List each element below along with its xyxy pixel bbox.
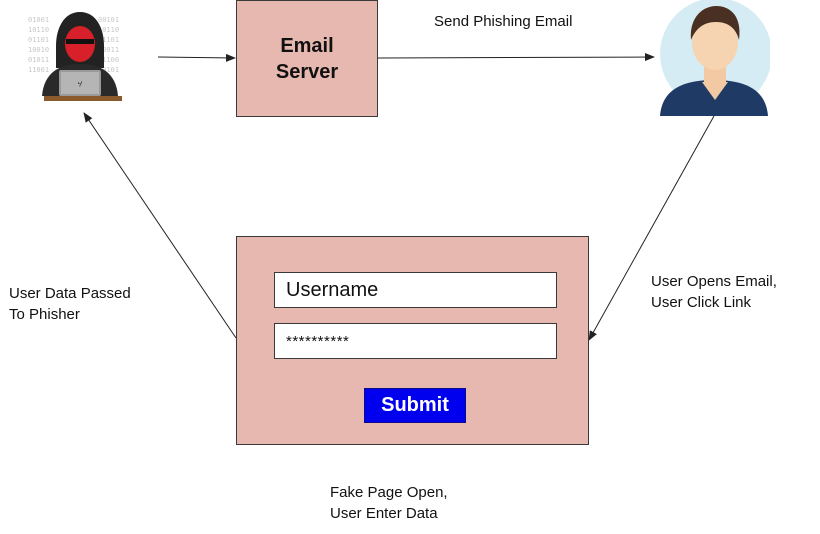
svg-text:10010: 10010 [28,46,49,54]
label-send-phishing: Send Phishing Email [434,13,573,30]
label-user-data-passed: User Data Passed To Phisher [9,285,131,323]
arrow-user-to-page [588,115,715,341]
username-field[interactable]: Username [274,272,557,308]
svg-text:01100: 01100 [98,56,119,64]
fake-login-page: Username ********** Submit [236,236,589,445]
svg-text:10101: 10101 [98,66,119,74]
svg-text:01101: 01101 [28,36,49,44]
arrow-hacker-to-server [157,53,236,62]
svg-text:01101: 01101 [98,36,119,44]
email-server-node: Email Server [236,0,378,117]
svg-text:ሃ: ሃ [78,80,83,90]
arrow-page-to-hacker [83,112,237,339]
email-server-label: Email Server [275,34,339,83]
user-avatar-icon [660,0,770,116]
arrow-server-to-user [377,53,655,62]
svg-text:01001: 01001 [28,16,49,24]
svg-text:10110: 10110 [98,26,119,34]
submit-button[interactable]: Submit [364,388,466,423]
svg-text:10110: 10110 [28,26,49,34]
svg-text:01011: 01011 [28,56,49,64]
label-user-opens-email: User Opens Email, User Click Link [651,273,777,311]
svg-text:11001: 11001 [28,66,49,74]
password-field[interactable]: ********** [274,323,557,359]
hacker-icon: 01001 10110 01101 10010 01011 11001 00101 101… [28,12,122,101]
label-fake-page-open: Fake Page Open, User Enter Data [330,484,448,522]
svg-text:10011: 10011 [98,46,119,54]
svg-text:00101: 00101 [98,16,119,24]
